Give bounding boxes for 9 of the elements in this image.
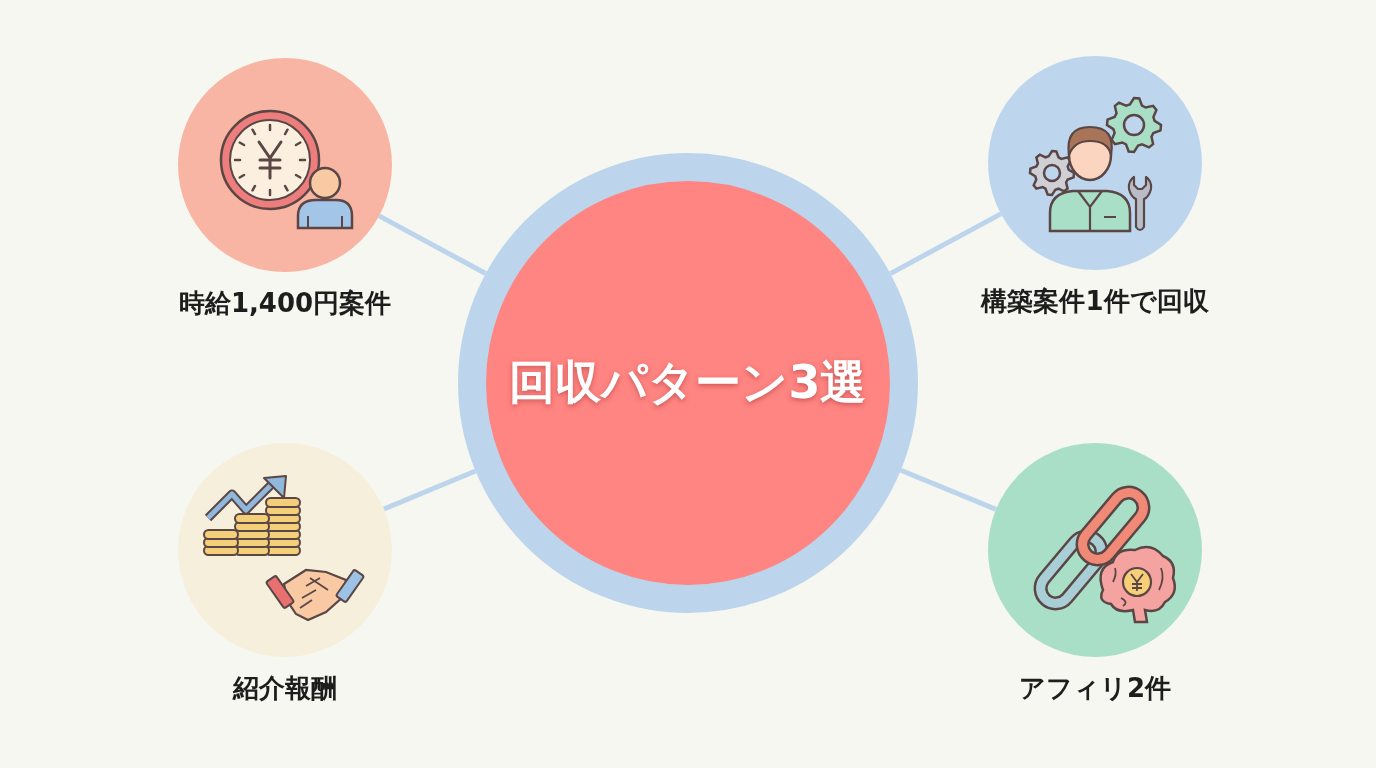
node-label: 紹介報酬: [233, 672, 337, 705]
connector-line: [889, 211, 1003, 276]
node-label: アフィリ2件: [1018, 672, 1172, 705]
node-label: 時給1,400円案件: [178, 287, 392, 320]
connector-line: [382, 468, 477, 512]
node-label: 構築案件1件で回収: [981, 285, 1209, 318]
hub-title: 回収パターン3選: [509, 354, 867, 411]
connector-line: [377, 213, 487, 276]
connector-line: [899, 468, 997, 512]
